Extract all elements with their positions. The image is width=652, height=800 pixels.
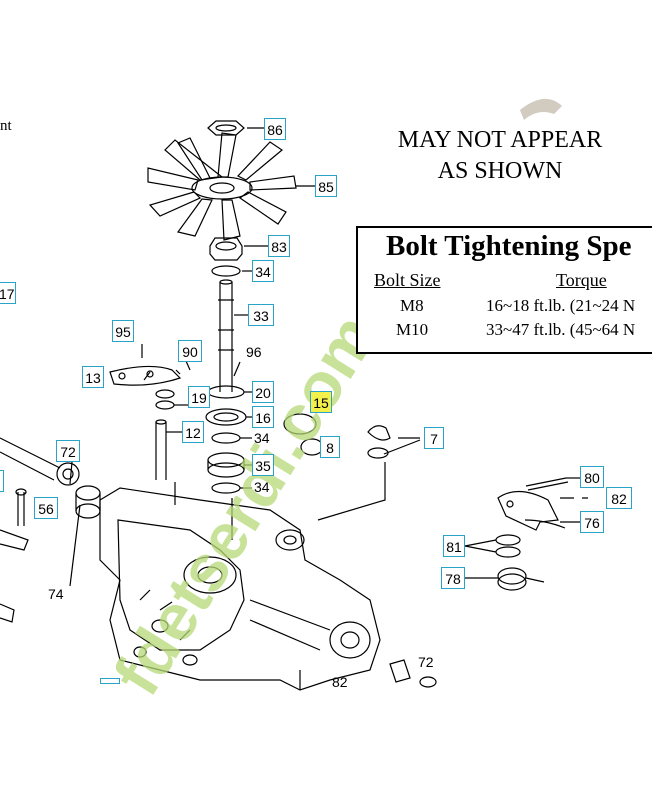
bolt-spec-table: Bolt Tightening Spe Bolt Size Torque M8 …	[356, 226, 652, 354]
label-96: 96	[246, 344, 262, 360]
callout-80[interactable]: 80	[580, 466, 604, 488]
callout-20[interactable]: 20	[252, 381, 274, 403]
spec-header-size: Bolt Size	[374, 270, 441, 290]
spec-row-torque: 16~18 ft.lb. (21~24 N	[486, 296, 636, 315]
label-34: 34	[254, 430, 270, 446]
callout-7[interactable]: 7	[424, 427, 444, 449]
spec-title: Bolt Tightening Spe	[386, 230, 632, 262]
callout-83[interactable]: 83	[268, 235, 290, 257]
callout-95[interactable]: 95	[112, 320, 134, 342]
callout-17[interactable]: 17	[0, 282, 16, 304]
callout-90[interactable]: 90	[178, 340, 202, 362]
callout-81[interactable]: 81	[443, 535, 465, 557]
callout-13[interactable]: 13	[82, 366, 104, 388]
notice-line-2: AS SHOWN	[437, 158, 563, 184]
callout-78[interactable]: 78	[441, 567, 465, 589]
transaxle-housing-drawing	[99, 487, 381, 691]
spec-row-torque: 33~47 ft.lb. (45~64 N	[486, 320, 636, 339]
callout-76[interactable]: 76	[580, 511, 604, 533]
spec-header-torque: Torque	[556, 270, 607, 290]
callout-33[interactable]: 33	[248, 304, 274, 326]
callout-15-highlighted[interactable]: 15	[310, 391, 332, 413]
callout-35[interactable]: 35	[252, 454, 274, 476]
appearance-notice: MAY NOT APPEAR AS SHOWN	[370, 125, 630, 187]
callout-8[interactable]: 8	[320, 436, 340, 458]
callout-12[interactable]: 12	[182, 421, 204, 443]
callout-82[interactable]: 82	[606, 487, 632, 509]
label-72: 72	[418, 654, 434, 670]
edge-text-fragment: nt	[0, 118, 12, 134]
cropped-callout	[100, 678, 120, 684]
callout-19[interactable]: 19	[188, 386, 210, 408]
spec-row-size: M8	[400, 296, 424, 315]
callout-85[interactable]: 85	[315, 175, 337, 197]
notice-line-1: MAY NOT APPEAR	[397, 127, 603, 153]
svg-text:fdetserdi.com: fdetserdi.com	[99, 301, 391, 707]
spec-row-size: M10	[396, 320, 429, 339]
callout-34[interactable]: 34	[252, 260, 274, 282]
cooling-fan-drawing	[147, 132, 297, 241]
edge-label-fragment: 82	[332, 674, 348, 690]
callout-72[interactable]: 72	[56, 440, 80, 462]
callout-56[interactable]: 56	[34, 497, 58, 519]
label-34: 34	[254, 479, 270, 495]
callout-86[interactable]: 86	[264, 118, 286, 140]
label-74: 74	[48, 586, 64, 602]
cropped-callout	[0, 470, 4, 492]
callout-16[interactable]: 16	[252, 406, 274, 428]
